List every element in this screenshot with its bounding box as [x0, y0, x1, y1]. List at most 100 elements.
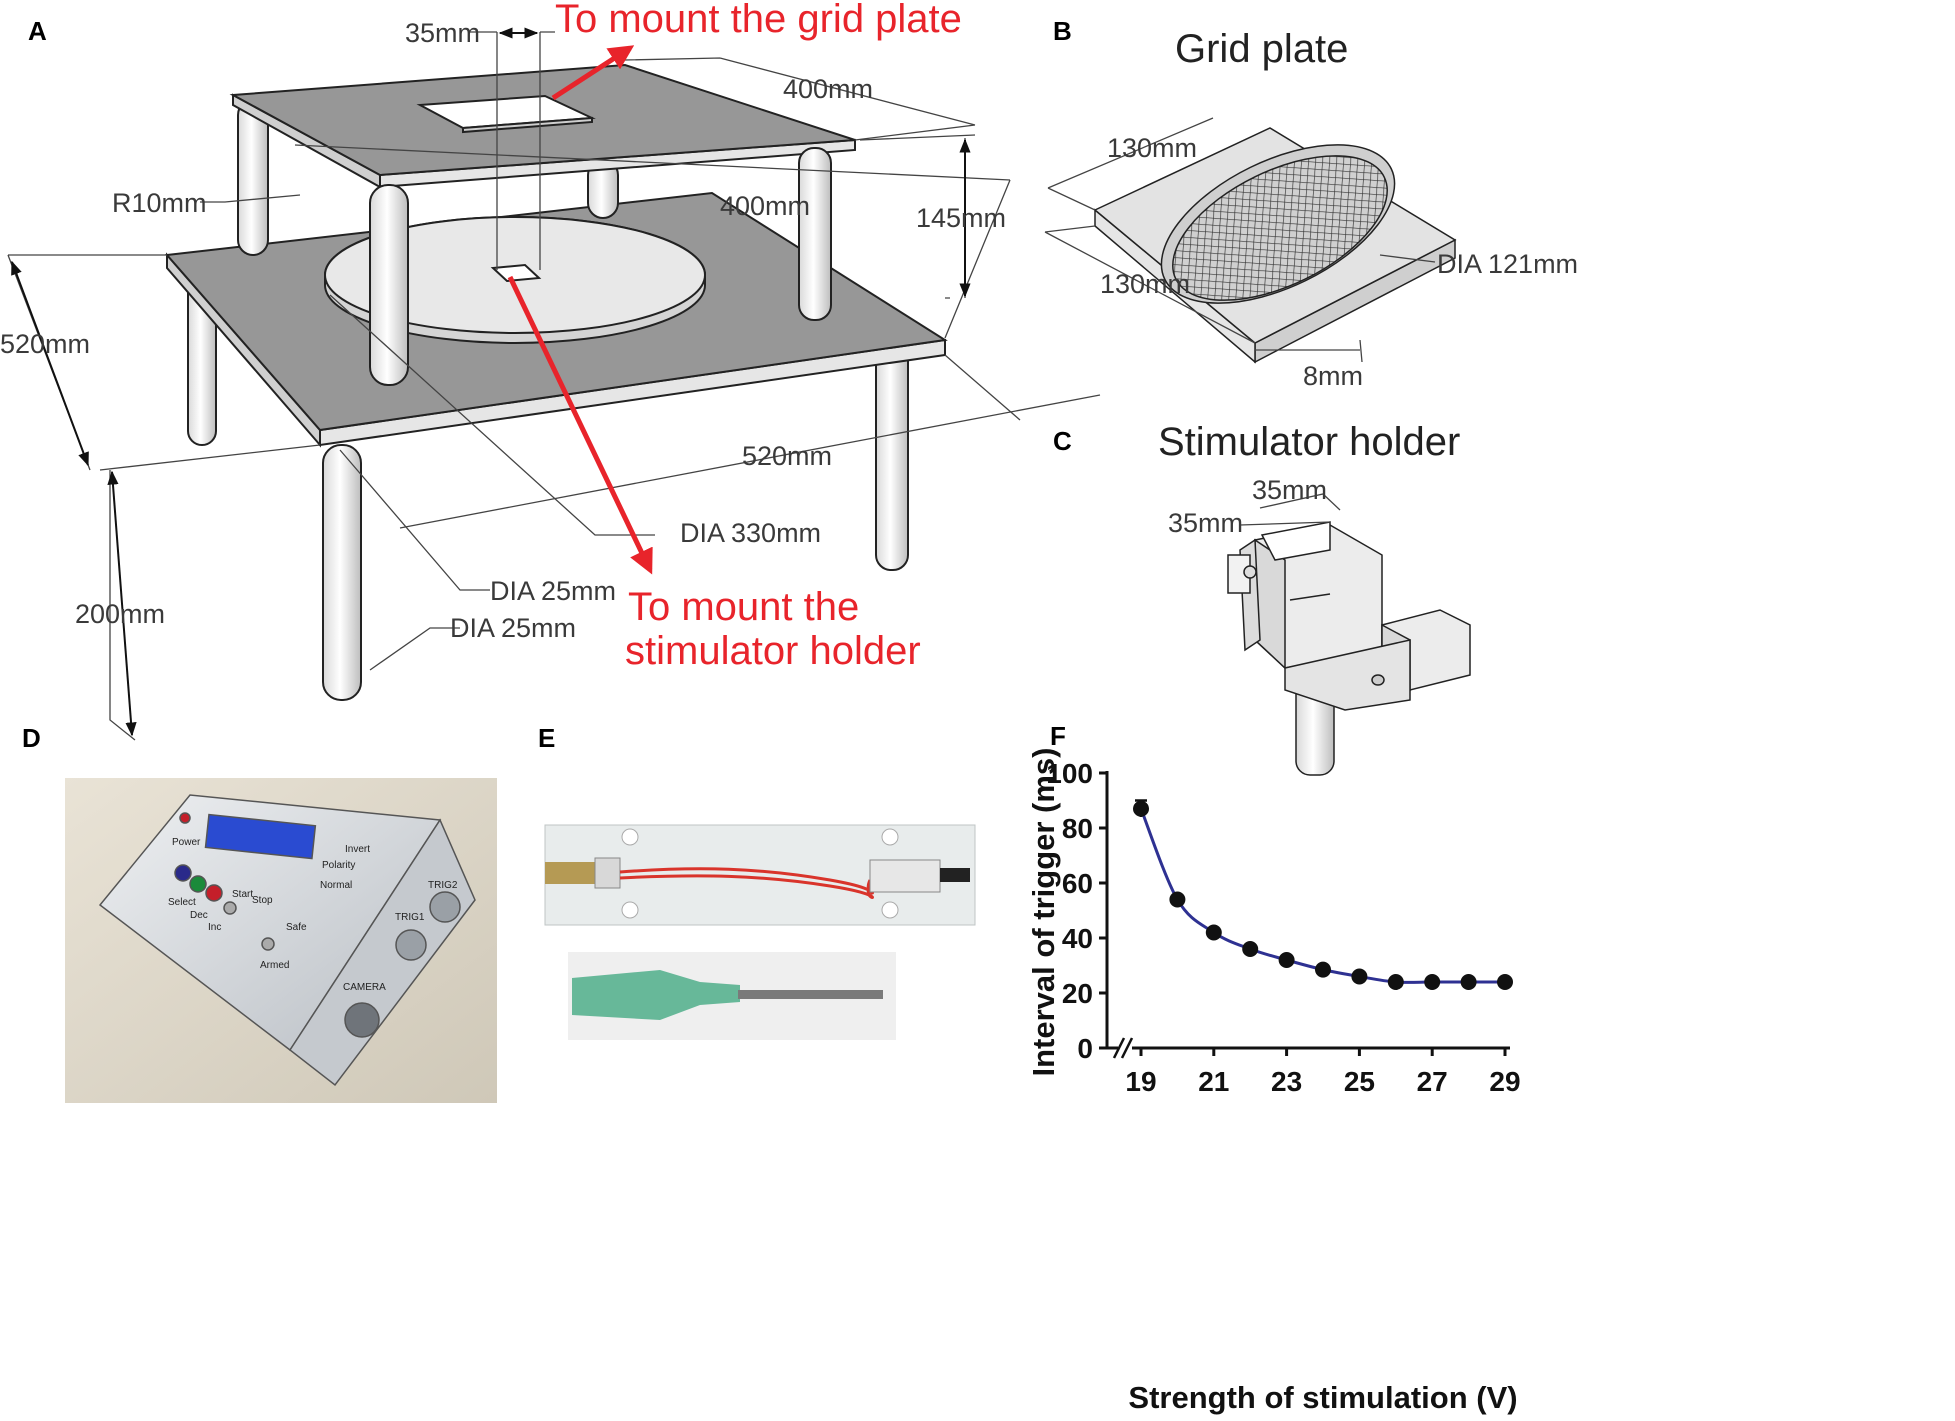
label-power: Power: [172, 837, 201, 848]
dim-130mm-bottom: 130mm: [1100, 269, 1190, 299]
dimension-lines-c: [1239, 493, 1341, 526]
arrow-to-grid-plate: [551, 45, 635, 101]
callout-grid-plate: To mount the grid plate: [555, 0, 962, 41]
panel-d: D Polarity Invert Normal Start Stop Sele…: [22, 723, 497, 1103]
trig2-connector: [429, 891, 461, 923]
panel-letter-c: C: [1053, 426, 1072, 456]
dim-200mm: 200mm: [75, 599, 165, 629]
upper-table-front-legs: [369, 147, 832, 386]
y-tick-label: 100: [1046, 758, 1093, 789]
label-polarity: Polarity: [322, 860, 355, 871]
dim-35mm: 35mm: [405, 18, 480, 48]
data-point: [1351, 968, 1368, 985]
red-wire: [619, 867, 874, 895]
label-dec: Dec: [190, 910, 208, 921]
lower-plate: [164, 191, 948, 448]
y-tick-label: 0: [1077, 1033, 1093, 1064]
dim-35mm-top: 35mm: [1252, 475, 1327, 505]
dim-520mm-left: 520mm: [0, 329, 90, 359]
data-point: [1205, 924, 1222, 941]
dim-35mm-side: 35mm: [1168, 508, 1243, 538]
data-point: [1460, 974, 1477, 990]
panel-e: E: [538, 723, 976, 1040]
stimulator-holder-title: Stimulator holder: [1158, 420, 1460, 464]
data-point: [1242, 941, 1259, 957]
label-normal: Normal: [320, 880, 352, 891]
power-switch[interactable]: [179, 812, 191, 824]
x-tick-label: 29: [1489, 1066, 1520, 1097]
label-stop: Stop: [252, 895, 273, 906]
x-tick-label: 21: [1198, 1066, 1229, 1097]
stimulator-holder-drawing: [1227, 521, 1471, 776]
grid-plate-drawing: [1093, 127, 1457, 364]
panel-letter-d: D: [22, 723, 41, 753]
lcd-display: [204, 813, 317, 860]
label-select: Select: [168, 897, 196, 908]
label-inc: Inc: [208, 922, 221, 933]
select-button[interactable]: [174, 864, 192, 882]
x-axis-title: Strength of stimulation (V): [1128, 1380, 1517, 1415]
data-point: [1169, 891, 1186, 908]
device-labels: Polarity Invert Normal Start Stop Select…: [168, 837, 458, 993]
y-tick-label: 60: [1062, 868, 1093, 899]
lower-table-front-legs: [322, 444, 362, 701]
series-line: [1139, 808, 1505, 984]
dim-dia121mm: DIA 121mm: [1437, 249, 1578, 279]
dimension-lines-b: [1044, 117, 1436, 363]
dim-8mm: 8mm: [1303, 361, 1363, 391]
axis-break-mark: [1120, 1037, 1134, 1059]
y-tick-label: 20: [1062, 978, 1093, 1009]
x-tick-label: 25: [1344, 1066, 1375, 1097]
panel-letter-e: E: [538, 723, 555, 753]
needle-photo: [568, 952, 896, 1040]
data-point: [1497, 974, 1513, 990]
dim-dia25mm-a: DIA 25mm: [490, 576, 616, 606]
dim-r10mm: R10mm: [112, 188, 207, 218]
panel-letter-b: B: [1053, 16, 1072, 46]
panel-b: B Grid plate 130mm 130mm DIA 121mm 8mm: [1044, 16, 1578, 391]
grid-plate-title: Grid plate: [1175, 27, 1348, 71]
label-trig2: TRIG2: [428, 880, 458, 891]
data-point: [1424, 974, 1441, 990]
inc-button[interactable]: [205, 884, 223, 902]
y-tick-label: 80: [1062, 813, 1093, 844]
x-tick-label: 23: [1271, 1066, 1302, 1097]
dec-button[interactable]: [189, 875, 207, 893]
label-camera: CAMERA: [343, 982, 386, 993]
y-tick-label: 40: [1062, 923, 1093, 954]
dim-145mm: 145mm: [916, 203, 1006, 233]
safe-armed-switch[interactable]: [261, 937, 275, 951]
dimension-arrows-a: [11, 27, 971, 737]
panel-letter-a: A: [28, 16, 47, 46]
axis-break-mark: [1112, 1037, 1126, 1059]
needle-hub: [572, 970, 740, 1020]
callout-arrows: [507, 45, 653, 575]
trig1-connector: [395, 929, 427, 961]
camera-connector: [344, 1002, 380, 1038]
start-stop-switch[interactable]: [223, 901, 237, 915]
dim-400mm-mid: 400mm: [720, 191, 810, 221]
callout-stimulator-line1: To mount the: [628, 585, 859, 629]
arrow-to-stimulator-holder: [507, 275, 653, 575]
label-safe: Safe: [286, 922, 307, 933]
x-tick-label: 19: [1125, 1066, 1156, 1097]
label-trig1: TRIG1: [395, 912, 425, 923]
dim-400mm-top: 400mm: [783, 74, 873, 104]
label-armed: Armed: [260, 960, 289, 971]
label-invert: Invert: [345, 844, 370, 855]
electrode-holder-photo: [544, 824, 976, 926]
dim-dia25mm-b: DIA 25mm: [450, 613, 576, 643]
data-point: [1387, 974, 1404, 990]
callout-stimulator-line2: stimulator holder: [625, 629, 921, 673]
y-axis-title: Interval of trigger (ms): [1026, 748, 1061, 1077]
stimulator-device: [98, 794, 476, 1087]
x-tick-label: 27: [1417, 1066, 1448, 1097]
needle-shaft: [738, 990, 883, 999]
dim-520mm-bottom: 520mm: [742, 441, 832, 471]
panel-a: A: [0, 0, 1101, 741]
data-point: [1278, 952, 1295, 968]
panel-letter-f: F: [1050, 721, 1066, 751]
